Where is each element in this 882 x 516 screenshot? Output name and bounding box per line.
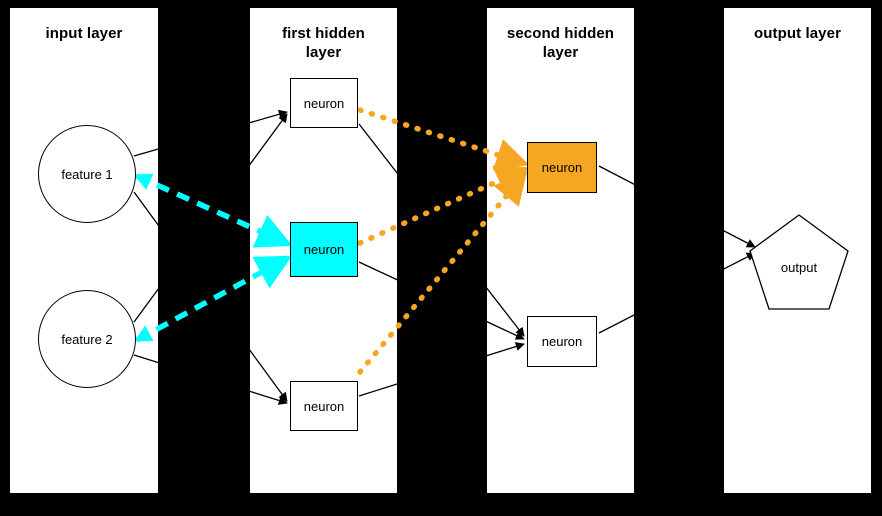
node-label-h1-neuron-top: neuron (303, 95, 345, 111)
panel-input-layer: input layer (10, 8, 158, 493)
panel-title-input-layer: input layer (45, 25, 123, 42)
node-output[interactable]: output (757, 252, 841, 282)
node-label-h2-neuron-top: neuron (541, 160, 583, 175)
panel-second-hidden-layer: second hidden layer (487, 8, 634, 493)
panel-title-output-layer: output layer (753, 25, 842, 42)
panel-title-first-hidden-layer: first hidden layer (282, 25, 365, 61)
node-label-h2-neuron-bottom: neuron (541, 334, 583, 349)
node-h1-neuron-middle[interactable]: neuron (290, 222, 358, 277)
node-label-feature-2: feature 2 (61, 331, 113, 347)
node-label-output: output (780, 259, 818, 275)
node-h2-neuron-top[interactable]: neuron (527, 142, 597, 193)
node-feature-1[interactable]: feature 1 (38, 125, 136, 223)
node-label-feature-1: feature 1 (61, 166, 113, 182)
node-label-h1-neuron-bottom: neuron (303, 398, 345, 414)
panel-output-layer: output layer (724, 8, 871, 493)
panel-title-second-hidden-layer: second hidden layer (506, 25, 615, 61)
node-label-h1-neuron-middle: neuron (303, 242, 345, 257)
node-h1-neuron-bottom[interactable]: neuron (290, 381, 358, 431)
node-feature-2[interactable]: feature 2 (38, 290, 136, 388)
node-h2-neuron-bottom[interactable]: neuron (527, 316, 597, 367)
node-h1-neuron-top[interactable]: neuron (290, 78, 358, 128)
